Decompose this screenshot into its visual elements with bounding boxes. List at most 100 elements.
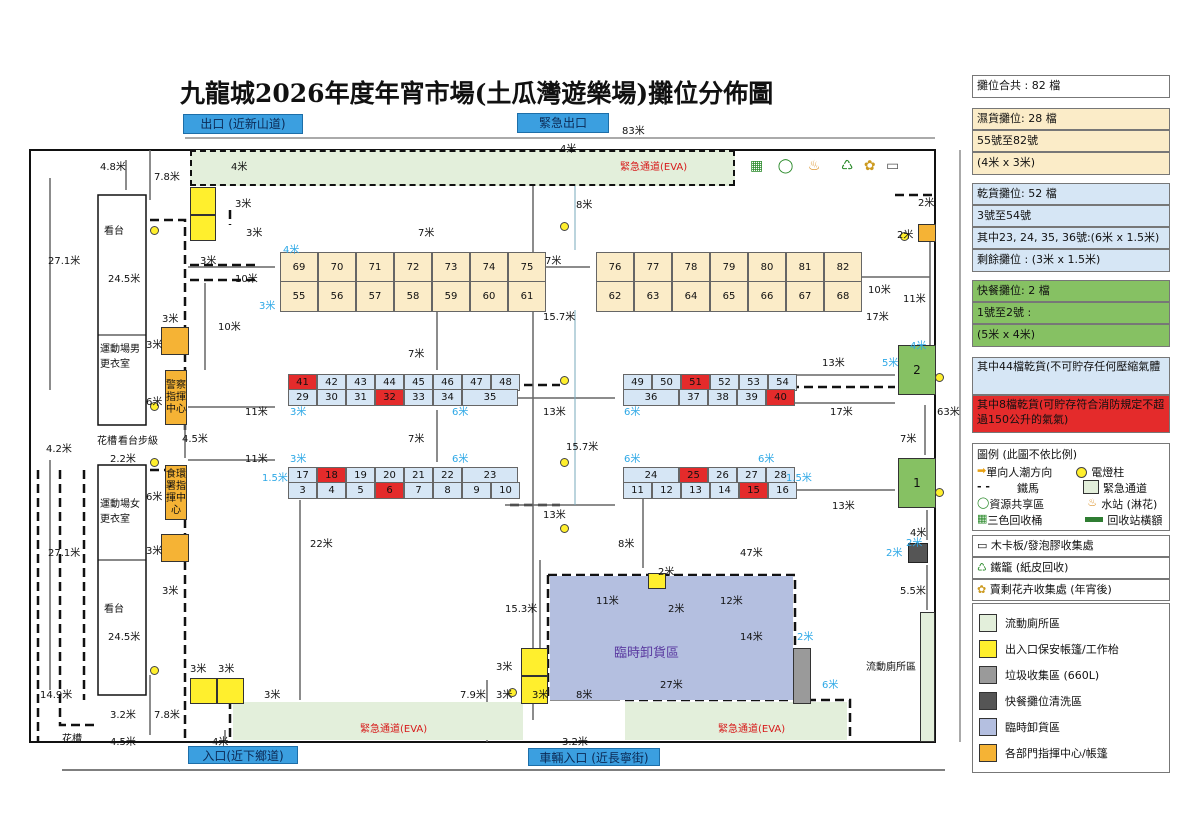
stall[interactable]: 32 (375, 389, 404, 406)
eva-zone-top (190, 150, 735, 186)
stall[interactable]: 58 (394, 281, 432, 312)
stall[interactable]: 61 (508, 281, 546, 312)
stall[interactable]: 33 (404, 389, 433, 406)
security-tent (521, 676, 548, 704)
security-swatch (979, 640, 997, 658)
stall[interactable]: 31 (346, 389, 375, 406)
stall[interactable]: 63 (634, 281, 672, 312)
stall[interactable]: 62 (596, 281, 634, 312)
stall[interactable]: 81 (786, 252, 824, 283)
stall[interactable]: 5 (346, 482, 375, 499)
stall[interactable]: 65 (710, 281, 748, 312)
stall[interactable]: 39 (737, 389, 766, 406)
stall[interactable]: 66 (748, 281, 786, 312)
stall[interactable]: 35 (462, 389, 518, 406)
stall[interactable]: 79 (710, 252, 748, 283)
lamp-pole (150, 402, 159, 411)
eva-zone-bottom-left (233, 702, 523, 740)
stall[interactable]: 74 (470, 252, 508, 283)
blue-dim-6b: 6米 (624, 407, 641, 418)
vehicle-entrance-label: 車輛入口 (近長寧街) (528, 748, 660, 766)
dim-7c: 7米 (408, 349, 425, 360)
stall[interactable]: 26 (708, 467, 737, 484)
stall[interactable]: 82 (824, 252, 862, 283)
flower-legend-icon: ✿ (977, 583, 990, 596)
resource-icons: ▦ ◯ ♨ ♺ ✿ ▭ (750, 158, 910, 178)
stall[interactable]: 59 (432, 281, 470, 312)
legend-note-8: 其中8檔乾貨(可貯存符合消防規定不超過150公升的氣氣) (972, 395, 1170, 433)
dim-13c: 13米 (822, 358, 845, 369)
blue-dim-3: 3米 (259, 301, 276, 312)
stall[interactable]: 15 (739, 482, 768, 499)
stall[interactable]: 77 (634, 252, 672, 283)
resource-share-icon: ◯ (777, 158, 794, 174)
changing-male-label: 運動場男更衣室 (100, 344, 140, 370)
dim-14-9: 14.9米 (40, 690, 73, 701)
water-station-icon: ♨ (807, 158, 821, 174)
stall[interactable]: 47 (462, 374, 491, 391)
dim-10b: 10米 (218, 322, 241, 333)
stall[interactable]: 73 (432, 252, 470, 283)
stall[interactable]: 80 (748, 252, 786, 283)
stall[interactable]: 70 (318, 252, 356, 283)
dim-2c: 2米 (658, 567, 675, 578)
stall[interactable]: 37 (679, 389, 708, 406)
stall[interactable]: 12 (652, 482, 681, 499)
dim-3l: 3米 (218, 664, 235, 675)
stall[interactable]: 16 (768, 482, 797, 499)
stall[interactable]: 7 (404, 482, 433, 499)
stall[interactable]: 56 (318, 281, 356, 312)
stall[interactable]: 30 (317, 389, 346, 406)
stall[interactable]: 36 (623, 389, 679, 406)
stall[interactable]: 68 (824, 281, 862, 312)
stall[interactable]: 10 (491, 482, 520, 499)
stall[interactable]: 6 (375, 482, 404, 499)
dim-4-2: 4.2米 (46, 444, 72, 455)
stall[interactable]: 8 (433, 482, 462, 499)
stall[interactable]: 64 (672, 281, 710, 312)
toilet-swatch (979, 614, 997, 632)
stall[interactable]: 11 (623, 482, 652, 499)
stall[interactable]: 76 (596, 252, 634, 283)
stall[interactable]: 67 (786, 281, 824, 312)
stall-row-c: 76 77 78 79 80 81 82 (596, 252, 862, 283)
stall[interactable]: 69 (280, 252, 318, 283)
legend-flower-text: 賣剩花卉收集處 (年宵後) (989, 583, 1112, 596)
stall[interactable]: 55 (280, 281, 318, 312)
dim-3-2b: 3.2米 (110, 710, 136, 721)
stall[interactable]: 75 (508, 252, 546, 283)
stall[interactable]: 29 (288, 389, 317, 406)
legend-fast-title: 快餐攤位: 2 檔 (972, 280, 1170, 302)
stall[interactable]: 13 (681, 482, 710, 499)
stall[interactable]: 72 (394, 252, 432, 283)
dim-4-5: 4.5米 (182, 434, 208, 445)
barrier-icon: - - (977, 480, 990, 493)
stall[interactable]: 3 (288, 482, 317, 499)
legend-refuse-row: 垃圾收集區 (660L) (979, 662, 1163, 688)
stall[interactable]: 57 (356, 281, 394, 312)
legend-woodboard-text: 木卡板/發泡膠收集處 (990, 539, 1094, 552)
legend-woodboard: ▭ 木卡板/發泡膠收集處 (972, 535, 1170, 557)
stall[interactable]: 71 (356, 252, 394, 283)
stall[interactable]: 14 (710, 482, 739, 499)
legend-security: 出入口保安帳篷/工作枱 (1005, 643, 1119, 656)
stall[interactable]: 40 (766, 389, 795, 406)
dim-5-5: 5.5米 (900, 586, 926, 597)
stall[interactable]: 9 (462, 482, 491, 499)
stall[interactable]: 53 (739, 374, 768, 391)
security-tent (217, 678, 244, 704)
dim-3g: 3米 (162, 586, 179, 597)
lamp-pole (560, 222, 569, 231)
stall[interactable]: 4 (317, 482, 346, 499)
dim-11c: 11米 (903, 294, 926, 305)
stall[interactable]: 38 (708, 389, 737, 406)
dim-4d: 4米 (212, 737, 229, 748)
dim-3m: 3米 (264, 690, 281, 701)
stall[interactable]: 78 (672, 252, 710, 283)
stall[interactable]: 34 (433, 389, 462, 406)
dim-15-7b: 15.7米 (566, 442, 599, 453)
security-tent (190, 187, 216, 215)
stall[interactable]: 22 (433, 467, 462, 484)
stall[interactable]: 60 (470, 281, 508, 312)
dim-8c: 8米 (576, 690, 593, 701)
